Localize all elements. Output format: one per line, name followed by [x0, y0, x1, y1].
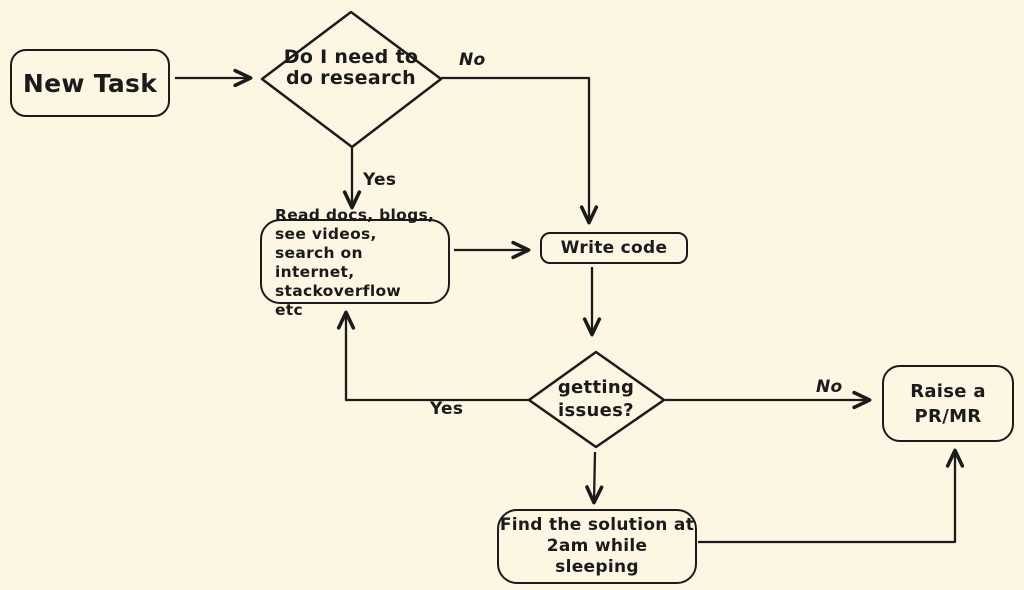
getting-issues-text: getting issues?	[536, 376, 656, 422]
read-docs-line: see videos, search on	[275, 225, 377, 262]
read-docs-node: Read docs, blogs, see videos, search on …	[260, 206, 450, 319]
read-docs-line: Read docs, blogs,	[275, 206, 435, 224]
raise-pr-line: Raise a	[910, 380, 986, 402]
new-task-node: New Task	[10, 49, 170, 117]
research-line: to do	[285, 46, 419, 89]
edge-research-no-to-writecode	[441, 76, 589, 221]
research-line: research	[320, 67, 417, 89]
write-code-node: Write code	[540, 232, 688, 264]
edge-issues-yes-to-readdocs	[346, 314, 529, 402]
find-solution-node: Find the solution at 2am while sleeping	[497, 509, 697, 584]
write-code-label: Write code	[560, 238, 668, 258]
raise-pr-node: Raise a PR/MR	[882, 365, 1014, 442]
read-docs-line: internet, stackoverflow	[275, 263, 402, 300]
edge-label-no-research: No	[459, 50, 486, 70]
edge-issues-to-findsolution	[594, 451, 595, 501]
read-docs-line: etc	[275, 301, 304, 319]
find-solution-line: sleeping	[555, 557, 639, 577]
issues-line: getting	[557, 377, 635, 398]
raise-pr-line: PR/MR	[914, 405, 982, 427]
research-decision-text: Do I need to do research	[281, 47, 421, 89]
edge-label-yes-research: Yes	[363, 170, 397, 190]
getting-issues-diamond	[527, 350, 666, 449]
issues-line: issues?	[558, 400, 634, 421]
edge-findsolution-to-raisepr	[698, 452, 955, 544]
research-decision-diamond	[260, 10, 443, 149]
new-task-label: New Task	[22, 68, 158, 98]
research-line: Do I need	[283, 46, 389, 68]
find-solution-line: Find the solution at	[499, 515, 695, 535]
edge-label-no-issues: No	[816, 377, 843, 397]
edge-label-yes-issues: Yes	[430, 399, 464, 419]
find-solution-line: 2am while	[546, 536, 648, 556]
